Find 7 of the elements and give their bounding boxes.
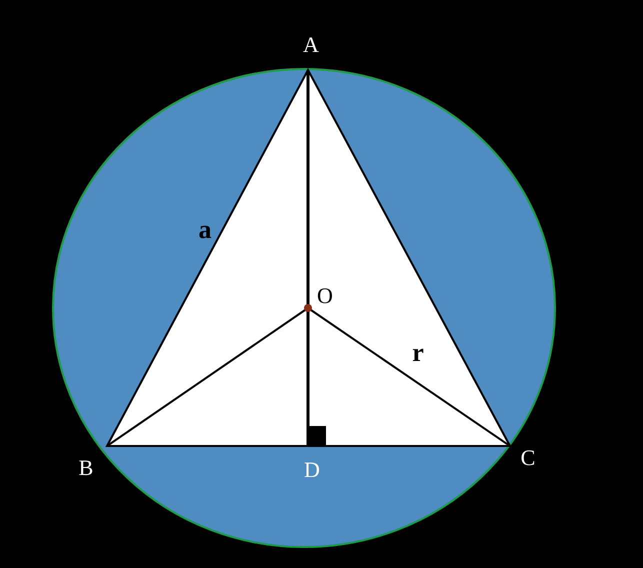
- side-label: a: [198, 217, 212, 243]
- point-label: O: [317, 285, 333, 307]
- point-label: B: [78, 457, 94, 479]
- point-label: C: [520, 447, 536, 469]
- side-label: r: [412, 340, 424, 366]
- point-label: D: [304, 459, 320, 481]
- point-label: A: [303, 34, 319, 56]
